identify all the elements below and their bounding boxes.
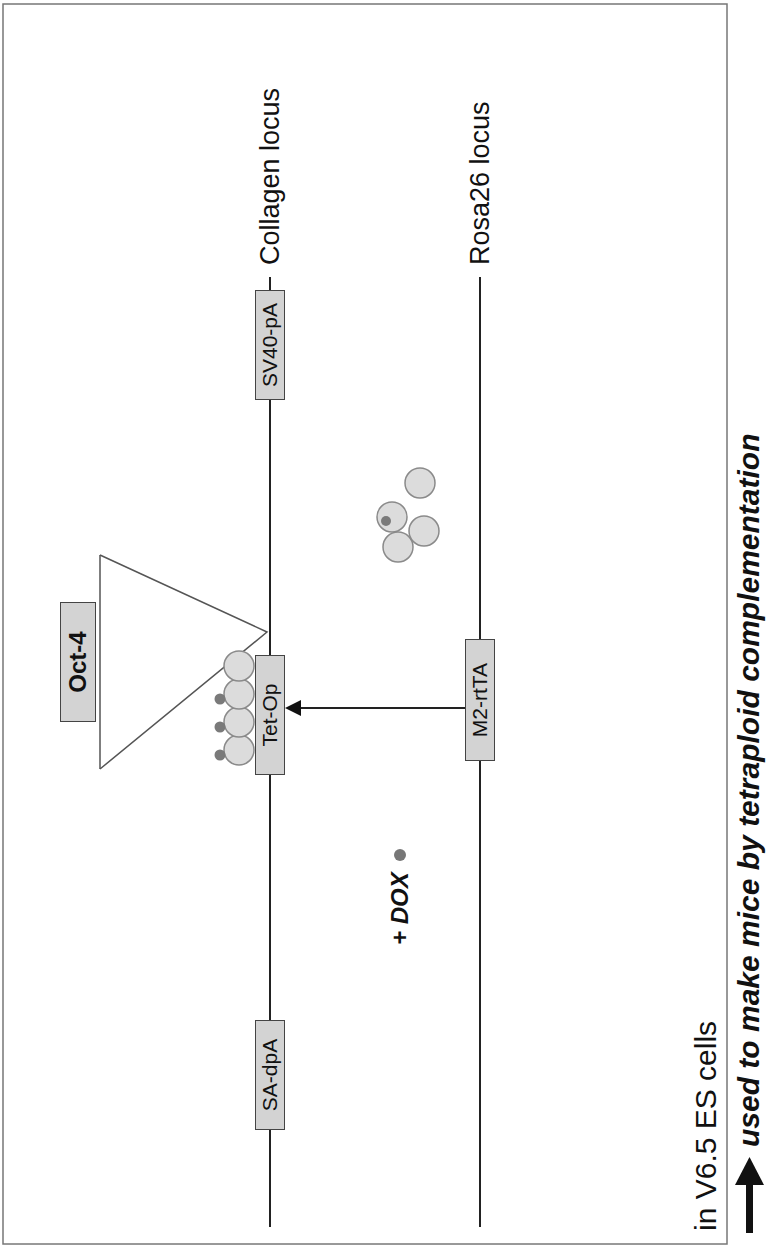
dox-molecule bbox=[215, 694, 226, 705]
bound-rtta-proteins bbox=[215, 651, 255, 765]
rtta-protein bbox=[224, 651, 254, 681]
locus-label: Rosa26 locus bbox=[465, 101, 496, 265]
dox-molecule bbox=[215, 750, 226, 761]
dox-molecule bbox=[215, 722, 226, 733]
locus-segment bbox=[269, 775, 271, 1020]
arrow-shaft bbox=[746, 1183, 753, 1233]
free-rtta-proteins bbox=[377, 468, 439, 562]
dox-molecule bbox=[381, 516, 391, 526]
dox-label: + DOX bbox=[386, 872, 414, 945]
insertion-base bbox=[99, 555, 101, 769]
activation-arrow bbox=[299, 707, 465, 709]
arrow-head bbox=[285, 700, 301, 716]
rtta-protein bbox=[405, 468, 435, 498]
arrow-head bbox=[735, 1157, 764, 1185]
rtta-protein bbox=[224, 679, 254, 709]
element-box: M2-rtTA bbox=[465, 639, 495, 761]
rtta-protein bbox=[377, 502, 407, 532]
insertion-triangle bbox=[100, 555, 267, 769]
box-label: Tet-Op bbox=[258, 683, 281, 746]
rtta-protein bbox=[383, 532, 413, 562]
locus-segment bbox=[269, 400, 271, 655]
dox-molecule bbox=[394, 849, 406, 861]
rtta-protein bbox=[409, 516, 439, 546]
frame bbox=[3, 4, 727, 1244]
box-label: SV40-pA bbox=[258, 303, 281, 387]
element-box: Tet-Op bbox=[255, 655, 285, 775]
usage-note: used to make mice by tetraploid compleme… bbox=[732, 434, 767, 1148]
bottom-arrow bbox=[735, 1157, 764, 1233]
element-box: SV40-pA bbox=[255, 290, 285, 400]
box-label: SA-dpA bbox=[258, 1039, 281, 1111]
box-label: Oct-4 bbox=[65, 631, 91, 692]
rtta-protein bbox=[224, 735, 254, 765]
rtta-protein bbox=[224, 707, 254, 737]
cell-line-note: in V6.5 ES cells bbox=[689, 1021, 724, 1231]
element-box: Oct-4 bbox=[60, 602, 96, 722]
locus-label: Collagen locus bbox=[255, 88, 286, 265]
element-box: SA-dpA bbox=[255, 1020, 285, 1130]
box-label: M2-rtTA bbox=[468, 663, 491, 737]
